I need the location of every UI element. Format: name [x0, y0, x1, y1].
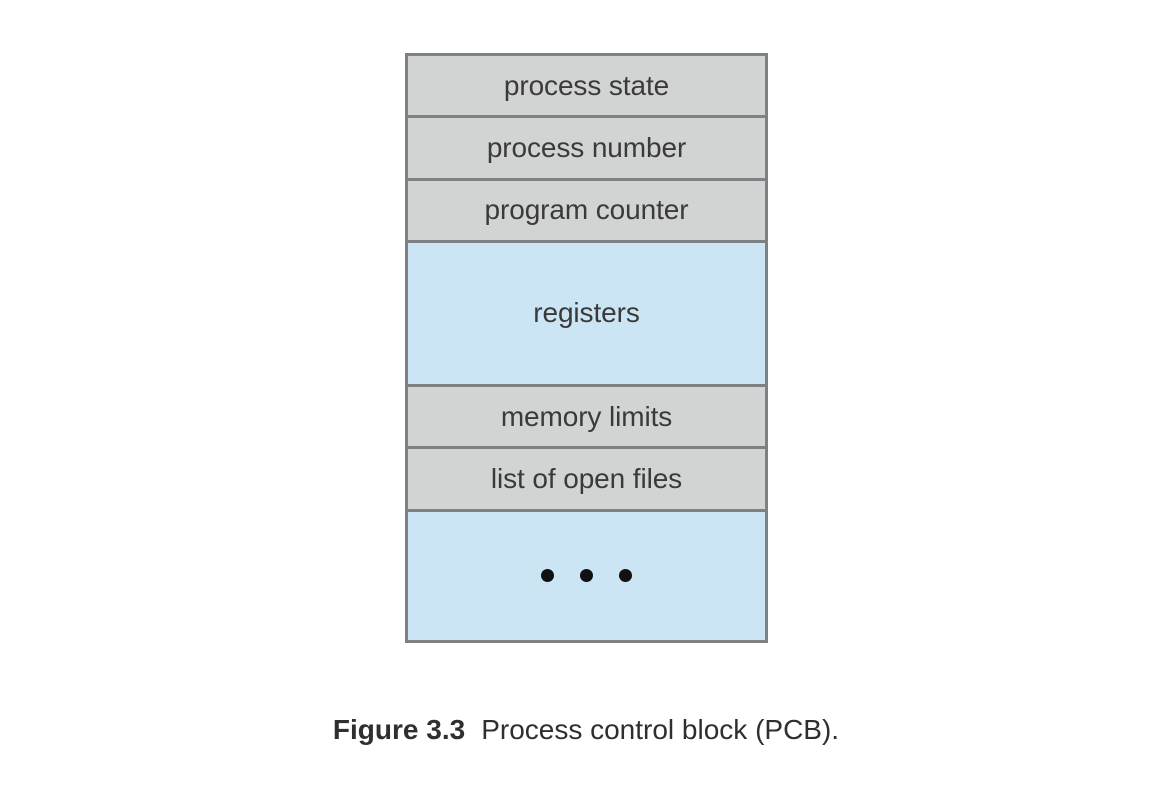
pcb-row-label: memory limits — [500, 400, 673, 432]
pcb-row-ellipsis — [408, 511, 765, 640]
pcb-row-label: process number — [486, 131, 687, 163]
pcb-row-list-of-open-files: list of open files — [408, 449, 765, 512]
pcb-row-label: registers — [533, 297, 640, 329]
pcb-row-label: list of open files — [490, 462, 683, 494]
pcb-row-registers: registers — [408, 242, 765, 388]
pcb-row-program-counter: program counter — [408, 180, 765, 243]
ellipsis-dot — [580, 569, 593, 583]
pcb-row-process-number: process number — [408, 118, 765, 181]
pcb-table: process state process number program cou… — [405, 53, 768, 643]
pcb-row-label: program counter — [484, 194, 689, 226]
ellipsis-dot — [619, 569, 632, 583]
figure-caption-label: Figure 3.3 — [332, 714, 466, 745]
figure-caption: Figure 3.3 Process control block (PCB). — [0, 712, 1172, 748]
figure-caption-text: Process control block (PCB). — [481, 714, 840, 745]
pcb-row-memory-limits: memory limits — [408, 387, 765, 450]
pcb-row-label: process state — [503, 69, 670, 101]
ellipsis-dot — [541, 569, 554, 583]
ellipsis-icon — [541, 569, 632, 583]
pcb-row-process-state: process state — [408, 56, 765, 119]
